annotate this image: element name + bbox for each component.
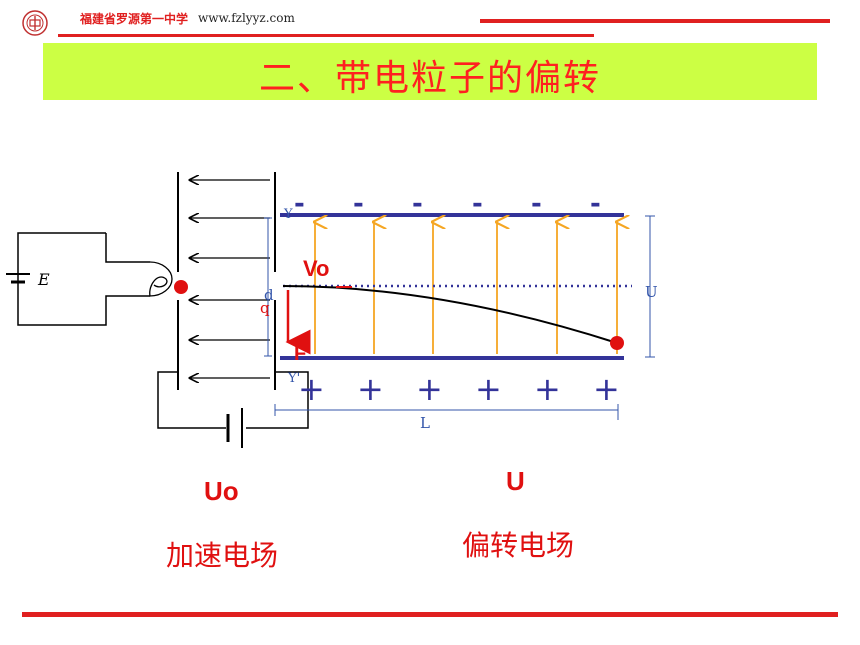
battery-circuit [6,232,173,326]
top-plate-charges: - - - - - - [294,189,601,219]
header-divider-right [480,19,830,23]
charge-label: q [260,299,270,317]
header-divider-left [58,34,594,37]
bottom-plate [280,356,624,360]
accel-voltage-label: Uo [204,476,239,506]
particle-source [174,280,188,294]
page-title: 二、带电粒子的偏转 [258,58,601,99]
plus-sign: + [534,370,561,408]
minus-sign: - [353,189,364,219]
accel-field-arrows [190,180,270,378]
bottom-plate-charges: + + + + + + [298,370,620,408]
length-dimension [274,404,619,420]
footer-divider [22,612,838,617]
top-plate [280,213,624,217]
particle-trajectory [282,285,618,344]
plus-sign: + [475,370,502,408]
minus-sign: - [531,189,542,219]
plus-sign: + [298,370,325,408]
deflect-field-label: 偏转电场 [462,529,575,562]
minus-sign: - [412,189,423,219]
accel-plates [177,172,276,390]
voltage-dimension [645,215,655,358]
force-label: F [294,343,306,365]
accel-field-label: 加速电场 [166,539,279,572]
length-label: L [420,414,430,432]
particle-exit [610,336,624,350]
bottom-offset-label: Y' [287,371,300,386]
plus-sign: + [357,370,384,408]
deflect-voltage-label: U [506,466,525,496]
minus-sign: - [472,189,483,219]
velocity-label: Vo [303,256,329,281]
distance-dimension [264,217,272,357]
distance-label: d [264,286,274,304]
minus-sign: - [590,189,601,219]
plus-sign: + [593,370,620,408]
title-banner: 二、带电粒子的偏转 [43,43,817,100]
school-logo-icon [22,10,48,36]
top-offset-label: Y [283,207,293,222]
school-name: 福建省罗源第一中学 [80,12,189,26]
accel-circuit [157,371,309,448]
battery-label: E [37,270,50,289]
plus-sign: + [416,370,443,408]
deflect-field-lines [315,222,617,354]
minus-sign: - [294,189,305,219]
school-website: www.fzlyyz.com [198,11,295,25]
voltage-label: U [645,283,658,301]
